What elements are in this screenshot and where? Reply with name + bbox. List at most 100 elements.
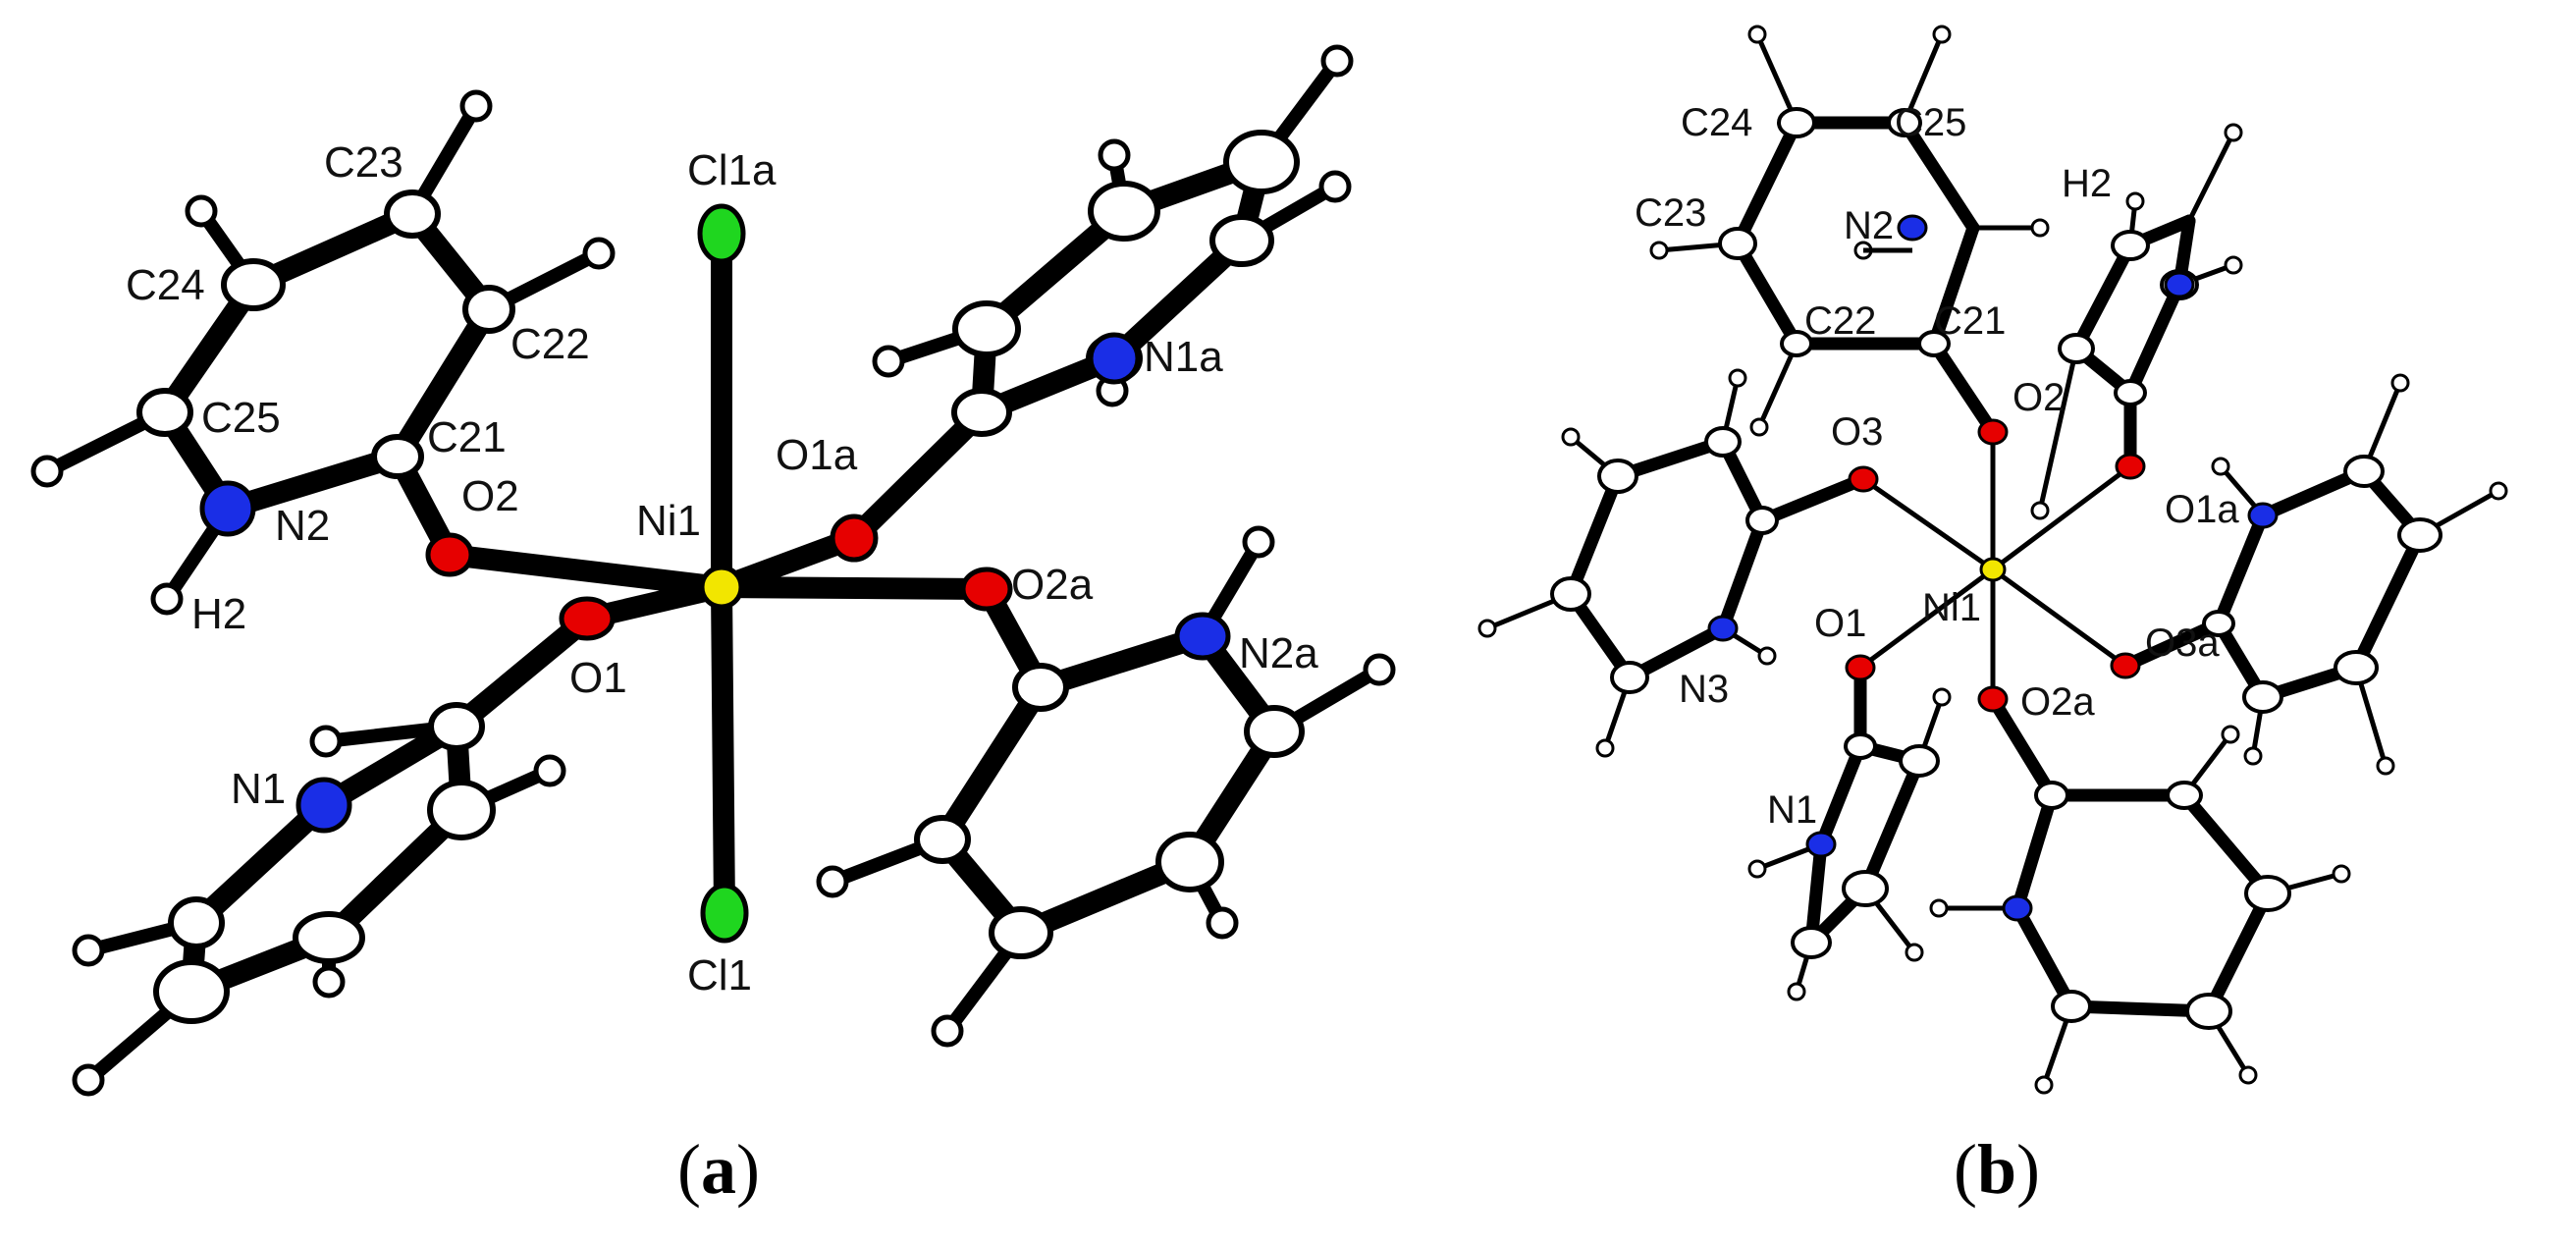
panel-b-heteroatoms: [1707, 214, 2279, 922]
label-n1: N1: [1767, 788, 1817, 832]
carbon-atom: [462, 285, 515, 334]
hydrogen-atom: [1318, 170, 1352, 203]
label-cl1: Cl1: [687, 951, 752, 1000]
hydrogen-atom: [2030, 218, 2050, 238]
hydrogen-atom: [1649, 241, 1669, 260]
hydrogen-atom: [459, 89, 493, 123]
oxygen-atom: [1977, 685, 2009, 713]
hydrogen-atom: [1595, 738, 1615, 758]
hydrogen-atom: [1749, 417, 1769, 437]
oxygen-atom: [830, 513, 879, 563]
hydrogen-atom: [309, 725, 343, 758]
carbon-atom: [1550, 576, 1591, 612]
hydrogen-atom: [1905, 943, 1924, 962]
hydrogen-atom: [2224, 255, 2243, 275]
hydrogen-atom: [2034, 1075, 2054, 1095]
carbon-atom: [2034, 781, 2069, 810]
oxygen-atom: [2115, 453, 2146, 480]
hydrogen-atom: [72, 1063, 105, 1097]
chlorine-atom: [697, 203, 746, 264]
label-c24: C24: [1681, 101, 1752, 144]
carbon-atom: [2051, 990, 2092, 1023]
carbon-atom: [1597, 459, 1638, 494]
label-n3: N3: [1679, 668, 1729, 711]
panel-a-caption: (a): [677, 1130, 760, 1209]
carbon-atom: [1244, 705, 1305, 758]
carbon-atom: [2202, 610, 2235, 637]
label-n1a: N1a: [1144, 333, 1223, 381]
carbon-atom: [1088, 181, 1160, 242]
hydrogen-atom: [1098, 138, 1131, 172]
hydrogen-atom: [1477, 619, 1497, 638]
hydrogen-atom: [2489, 481, 2508, 501]
label-c23: C23: [1635, 191, 1706, 235]
hydrogen-atom: [1757, 646, 1777, 666]
carbon-atom: [221, 258, 286, 311]
nickel-atom: [699, 565, 744, 610]
label-c24: C24: [126, 261, 205, 309]
hydrogen-atom: [2030, 501, 2050, 520]
carbon-atom: [1745, 506, 1779, 535]
nitrogen-atom: [1897, 214, 1928, 242]
panel-b: C24 C25 C23 N2 H2 C22 C21 O2 O3 O1a Ni1 …: [1477, 25, 2508, 1209]
panel-b-labels: C24 C25 C23 N2 H2 C22 C21 O2 O3 O1a Ni1 …: [1635, 101, 2239, 832]
panel-a-hydrogen-atoms: [30, 44, 1396, 1097]
carbon-atom: [1887, 108, 1922, 137]
label-o2a: O2a: [2020, 680, 2095, 724]
carbon-atom: [2114, 379, 2147, 406]
label-o1: O1: [1814, 602, 1866, 645]
hydrogen-atom: [30, 455, 64, 488]
carbon-atom: [153, 959, 230, 1024]
nitrogen-atom: [1088, 332, 1141, 385]
hydrogen-atom: [931, 1014, 964, 1048]
nitrogen-atom: [1805, 831, 1837, 858]
label-o1a: O1a: [2165, 488, 2239, 531]
carbon-atom: [1704, 426, 1742, 458]
hydrogen-atom: [312, 965, 346, 999]
hydrogen-atom: [1320, 44, 1354, 78]
carbon-atom: [2334, 650, 2379, 685]
hydrogen-atom: [2221, 725, 2240, 744]
hydrogen-atom: [1206, 906, 1239, 940]
label-n1: N1: [231, 765, 286, 813]
oxygen-atom: [559, 596, 616, 641]
hydrogen-atom: [1932, 25, 1952, 44]
label-o3a: O3a: [2145, 622, 2220, 665]
carbon-atom: [951, 388, 1012, 437]
nitrogen-atom: [295, 777, 352, 834]
hydrogen-atom: [2125, 191, 2145, 211]
carbon-atom: [1155, 832, 1224, 892]
label-c25: C25: [201, 394, 281, 442]
carbon-atom: [136, 388, 193, 437]
carbon-atom: [1777, 107, 1816, 138]
oxygen-atom: [960, 567, 1013, 612]
label-o1: O1: [569, 654, 627, 702]
panel-a-heteroatoms: [199, 203, 1231, 944]
hydrogen-atom: [1747, 25, 1767, 44]
carbon-atom: [2185, 993, 2232, 1030]
label-n2: N2: [275, 502, 330, 550]
hydrogen-atom: [72, 934, 105, 967]
panel-b-caption: (b): [1954, 1130, 2040, 1209]
carbon-atom: [2166, 781, 2203, 810]
label-n2: N2: [1844, 204, 1894, 247]
label-c25: C25: [1895, 101, 1966, 144]
carbon-atom: [371, 434, 424, 479]
chlorine-atom: [700, 883, 749, 944]
hydrogen-atom: [2243, 746, 2263, 766]
label-cl1a: Cl1a: [687, 146, 777, 194]
label-c22: C22: [1804, 299, 1876, 343]
label-ni1: Ni1: [1922, 586, 1981, 629]
label-o2: O2: [2012, 376, 2065, 419]
carbon-atom: [2397, 517, 2442, 553]
hydrogen-atom: [185, 194, 218, 228]
carbon-atom: [952, 300, 1021, 357]
carbon-atom: [989, 906, 1053, 959]
hydrogen-atom: [2390, 373, 2410, 393]
hydrogen-atom: [1561, 427, 1581, 447]
carbon-atom: [293, 911, 365, 964]
nitrogen-atom: [1174, 612, 1231, 661]
carbon-atom: [1791, 926, 1832, 959]
carbon-atom: [1899, 744, 1940, 778]
